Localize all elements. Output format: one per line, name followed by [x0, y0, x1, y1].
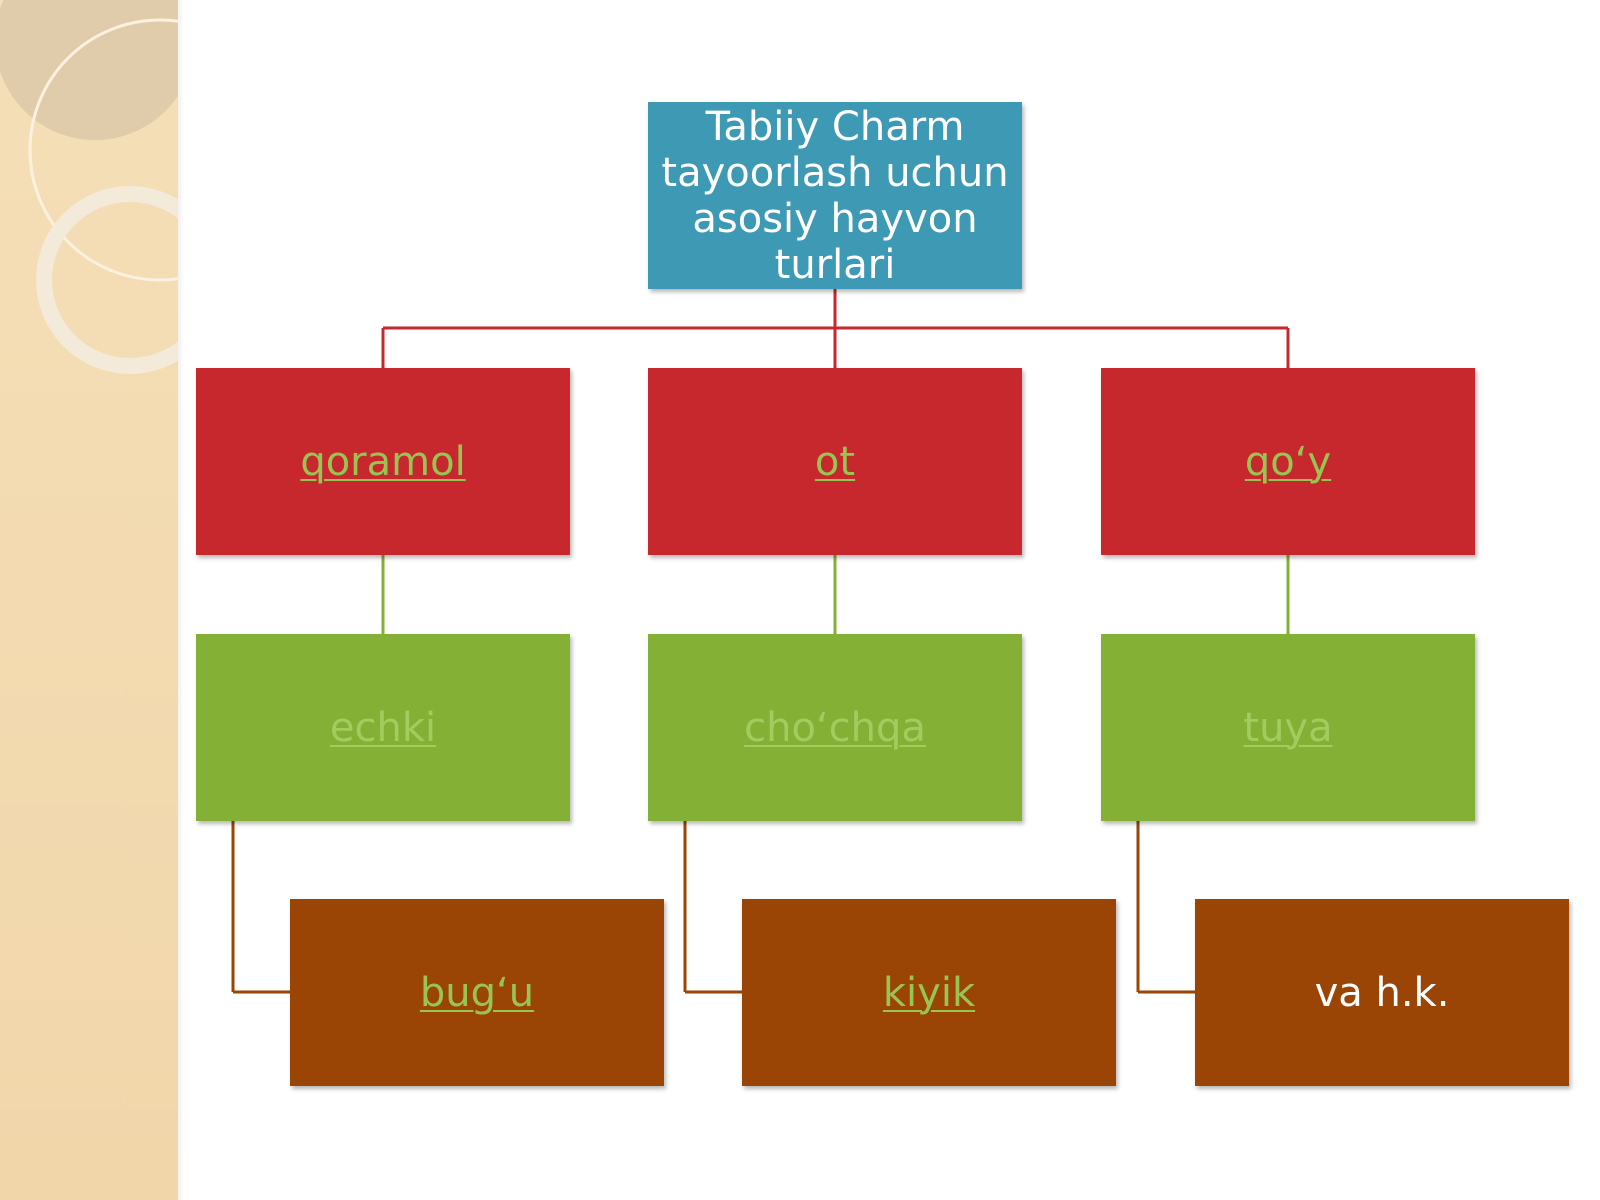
tertiary-node-label: va h.k. [1314, 969, 1450, 1016]
tertiary-node-link[interactable]: kiyik [882, 969, 976, 1016]
tertiary-node-kiyik[interactable]: kiyik [742, 899, 1116, 1086]
primary-node-link[interactable]: qo‘y [1244, 438, 1332, 485]
sidebar-shadow-edge [178, 0, 184, 1200]
decorative-circles [0, 0, 178, 374]
primary-node-qoramol[interactable]: qoramol [196, 368, 570, 555]
secondary-node-tuya[interactable]: tuya [1101, 634, 1475, 821]
primary-node-link[interactable]: qoramol [300, 438, 466, 485]
tertiary-node-va-hk: va h.k. [1195, 899, 1569, 1086]
primary-to-secondary-connectors [381, 555, 1290, 634]
decorative-sidebar [0, 0, 178, 1200]
primary-node-qoy[interactable]: qo‘y [1101, 368, 1475, 555]
root-node-label: Tabiiy Charm tayoorlash uchun asosiy hay… [661, 103, 1009, 288]
tertiary-node-link[interactable]: bug‘u [419, 969, 535, 1016]
root-to-primary-connectors [381, 289, 1290, 368]
secondary-node-link[interactable]: echki [329, 704, 437, 751]
decorative-circle-filled [0, 0, 178, 140]
primary-node-ot[interactable]: ot [648, 368, 1022, 555]
decorative-ring-thin [28, 18, 178, 282]
decorative-ring-thick [36, 186, 178, 374]
secondary-to-tertiary-connectors [231, 821, 1195, 994]
secondary-node-echki[interactable]: echki [196, 634, 570, 821]
tertiary-node-bugu[interactable]: bug‘u [290, 899, 664, 1086]
primary-node-link[interactable]: ot [814, 438, 856, 485]
secondary-node-link[interactable]: tuya [1243, 704, 1333, 751]
secondary-node-chochqa[interactable]: cho‘chqa [648, 634, 1022, 821]
root-node: Tabiiy Charm tayoorlash uchun asosiy hay… [648, 102, 1022, 289]
secondary-node-link[interactable]: cho‘chqa [744, 704, 926, 751]
